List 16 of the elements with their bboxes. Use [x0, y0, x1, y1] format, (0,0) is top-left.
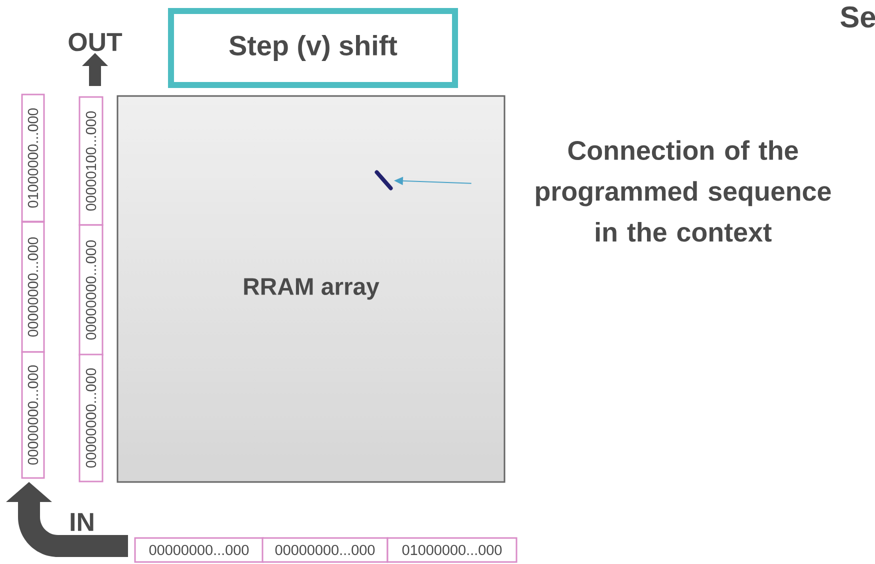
connection-mark — [374, 170, 393, 190]
page-heading: Se — [840, 6, 875, 28]
sequence-box: 00000100...000 — [78, 96, 104, 226]
sequence-box: 00000000...000 — [262, 537, 388, 563]
direction-label: IN — [70, 513, 94, 531]
title-box: Step (v) shift — [168, 8, 458, 88]
sequence-box: 01000000...000 — [386, 537, 518, 563]
sequence-box: 00000000...000 — [21, 221, 45, 353]
sequence-box: 00000000...000 — [21, 351, 45, 479]
sequence-box: 00000000...000 — [78, 354, 104, 482]
array-box: RRAM array — [116, 95, 506, 483]
annotation-text: Connection of the programmed sequence in the context — [536, 140, 831, 242]
direction-label: OUT — [68, 32, 122, 52]
sequence-box: 00000000...000 — [78, 224, 104, 356]
sequence-box: 00000000...000 — [134, 537, 264, 563]
sequence-box: 01000000...000 — [21, 94, 45, 222]
